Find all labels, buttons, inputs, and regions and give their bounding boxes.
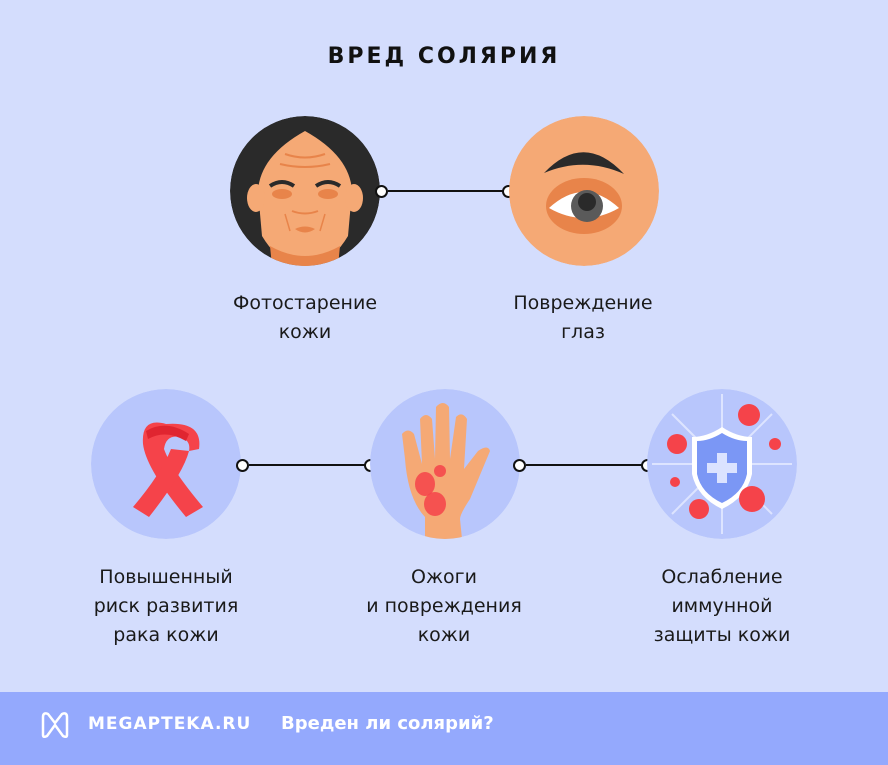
burns-circle [370,389,520,539]
label-line: Ослабление [661,566,783,588]
connector-line [388,190,506,192]
label-burns: Ожоги и повреждения кожи [334,563,554,650]
cancer-risk-circle [91,389,241,539]
shield-virus-icon [647,389,797,539]
footer-caption: Вреден ли солярий? [281,713,494,734]
footer-bar: MEGAPTEKA.RU Вреден ли солярий? [0,692,888,765]
ribbon-icon [91,389,241,539]
label-line: Фотостарение [232,292,378,314]
eye-icon [509,116,659,266]
label-photoaging: Фотостарение кожи [195,289,415,347]
label-line: защиты кожи [653,624,791,646]
label-cancer-risk: Повышенный риск развития рака кожи [56,563,276,650]
megapteka-logo-icon [41,712,69,739]
label-line: и повреждения [366,595,522,617]
label-eye-damage: Повреждение глаз [473,289,693,347]
photoaging-circle [230,116,380,266]
aged-face-icon [230,116,380,266]
connector-line [526,464,642,466]
brand-name: MEGAPTEKA.RU [88,714,252,734]
label-line: Повышенный [99,566,233,588]
label-immunity: Ослабление иммунной защиты кожи [612,563,832,650]
label-line: Повреждение [513,292,653,314]
label-line: риск развития [93,595,239,617]
connector-dot [236,459,249,472]
label-line: иммунной [671,595,773,617]
label-line: кожи [278,321,332,343]
immunity-circle [647,389,797,539]
label-line: Ожоги [410,566,478,588]
label-line: рака кожи [113,624,219,646]
connector-dot [375,185,388,198]
page-title: ВРЕД СОЛЯРИЯ [327,44,561,69]
label-line: кожи [417,624,471,646]
burned-hand-icon [370,389,520,539]
connector-line [249,464,365,466]
label-line: глаз [561,321,605,343]
connector-dot [513,459,526,472]
eye-damage-circle [509,116,659,266]
